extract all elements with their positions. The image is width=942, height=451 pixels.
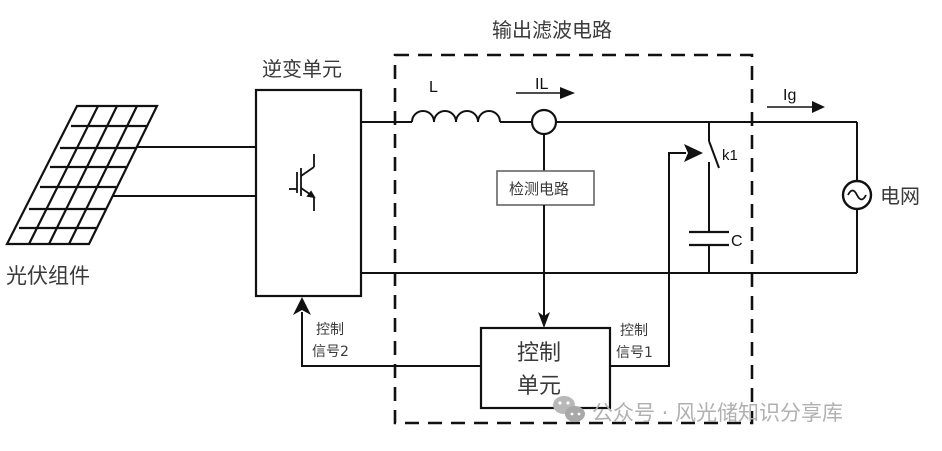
detection-circuit-box: [496, 170, 595, 206]
watermark-text: 公众号 · 风光储知识分享库: [592, 401, 843, 425]
inductor-current-arrow-icon: [516, 87, 575, 99]
current-sensor-icon: [530, 108, 558, 136]
inductor-label: L: [429, 79, 438, 96]
igbt-transistor-icon: [289, 154, 316, 211]
arrow-up-icon: [293, 297, 311, 315]
inductor-current-label: IL: [535, 76, 548, 93]
grid-current-label: Ig: [783, 87, 796, 104]
control-signal1-label-line1: 控制: [620, 323, 648, 339]
arrow-down-icon: [538, 312, 550, 328]
filter-circuit-title: 输出滤波电路: [492, 18, 612, 42]
arrow-right-icon: [684, 144, 703, 162]
inverter-title: 逆变单元: [262, 57, 342, 81]
ac-top-wire: [361, 110, 857, 123]
filter-circuit-boundary: [393, 53, 754, 425]
inverter-box: [254, 88, 363, 298]
pv-module-label: 光伏组件: [6, 264, 90, 288]
dc-wires: [113, 146, 256, 197]
control-unit-label-line1: 控制: [517, 341, 561, 366]
switch-blade: [708, 140, 720, 169]
switch-k1: [708, 122, 720, 232]
switch-label: k1: [722, 147, 738, 164]
inductor-icon: [411, 110, 501, 123]
capacitor-icon: [689, 230, 729, 273]
control-signal1-label-line2: 信号1: [616, 345, 653, 361]
control-signal2-label-line2: 信号2: [312, 344, 349, 360]
control-signal2-wire: [301, 312, 481, 367]
solar-panel-icon: [5, 104, 159, 246]
control-signal1-wire: [610, 152, 686, 367]
control-unit-label-line2: 单元: [517, 374, 561, 399]
capacitor-label: C: [731, 233, 743, 250]
control-signal2-label-line1: 控制: [316, 322, 344, 338]
grid-label: 电网: [880, 184, 920, 208]
ac-source-icon: [841, 179, 873, 211]
control-unit-box: [479, 326, 612, 410]
wechat-icon: [553, 396, 585, 422]
grid-current-arrow-icon: [767, 101, 825, 113]
detection-circuit-label: 检测电路: [509, 180, 569, 198]
